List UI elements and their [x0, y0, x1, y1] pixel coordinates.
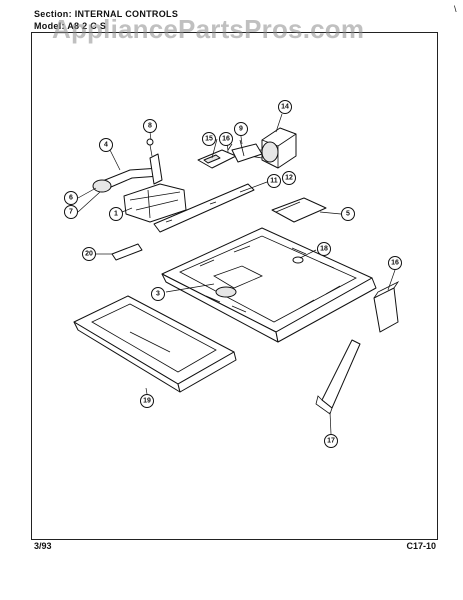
callout-15: 16	[219, 132, 233, 146]
part-8-cover-plate	[271, 197, 327, 223]
svg-text:17: 17	[327, 438, 335, 445]
svg-text:14: 14	[281, 104, 289, 111]
svg-text:11: 11	[270, 178, 278, 185]
part-16-side-bracket	[373, 280, 400, 333]
svg-text:18: 18	[320, 246, 328, 253]
svg-text:9: 9	[239, 126, 243, 133]
model-number: Model: A8 2 C S	[34, 21, 107, 31]
svg-text:12: 12	[285, 175, 293, 182]
callout-12: 12	[282, 171, 296, 185]
revision-date: 3/93	[34, 541, 52, 551]
svg-text:1: 1	[114, 211, 118, 218]
callout-1: 1	[109, 207, 123, 221]
part-17-angled-bracket	[315, 339, 361, 415]
callout-7: 7	[64, 205, 78, 219]
callout-19: 19	[140, 394, 154, 408]
page-code: C17-10	[406, 541, 436, 551]
callout-16: 16	[388, 256, 402, 270]
corner-mark: \	[454, 4, 457, 14]
part-4-control-arm	[92, 138, 187, 223]
callout-9: 9	[234, 122, 248, 136]
part-11-strip	[153, 183, 255, 233]
svg-text:19: 19	[143, 398, 151, 405]
diagram-frame	[31, 32, 438, 540]
watermark: AppliancePartsPros.com	[52, 14, 365, 44]
callout-18: 18	[317, 242, 331, 256]
part-19-shield-tray	[73, 295, 237, 393]
callout-14: 15	[202, 132, 216, 146]
svg-text:6: 6	[69, 195, 73, 202]
svg-text:5: 5	[346, 211, 350, 218]
part-14-switch-bracket	[197, 139, 263, 169]
svg-text:7: 7	[69, 209, 73, 216]
leader-lines	[77, 113, 396, 435]
svg-text:16: 16	[391, 260, 399, 267]
svg-text:4: 4	[104, 142, 108, 149]
section-title: Section: INTERNAL CONTROLS	[34, 9, 179, 19]
callout-8: 5	[341, 207, 355, 221]
svg-text:16: 16	[222, 136, 230, 143]
callout-17: 17	[324, 434, 338, 448]
base-pan	[161, 227, 377, 343]
callout-6: 6	[64, 191, 78, 205]
svg-text:20: 20	[85, 251, 93, 258]
callout-11: 11	[267, 174, 281, 188]
svg-text:15: 15	[205, 136, 213, 143]
callout-4: 4	[99, 138, 113, 152]
svg-text:3: 3	[156, 291, 160, 298]
callout-13: 14	[278, 100, 292, 114]
callout-label-5: 8	[148, 123, 152, 130]
callout-3: 3	[151, 287, 165, 301]
part-20-small-strip	[111, 243, 143, 261]
callout-5: 8	[143, 119, 157, 133]
callout-20: 20	[82, 247, 96, 261]
